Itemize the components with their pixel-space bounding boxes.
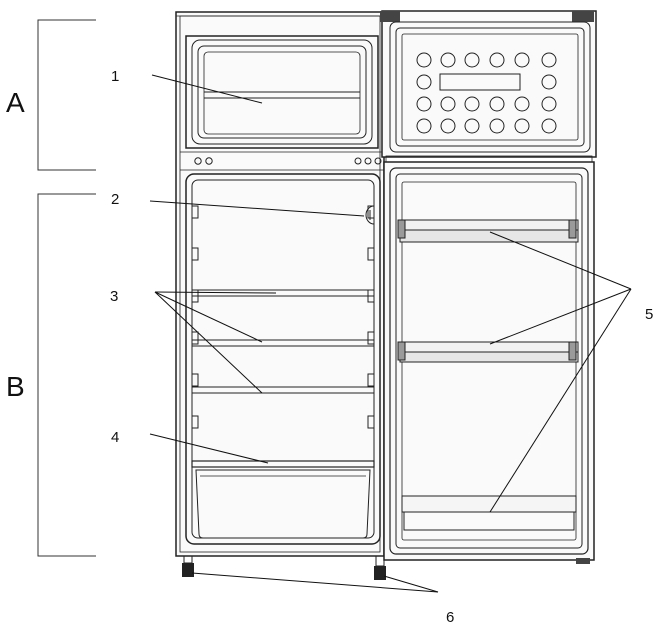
callout-3: 3	[110, 288, 118, 305]
feet	[182, 555, 386, 580]
fridge-body	[175, 11, 385, 557]
thermostat-icon	[365, 205, 375, 225]
freezer-door	[380, 10, 597, 163]
callout-1: 1	[111, 68, 119, 85]
section-bracket-b	[37, 193, 96, 557]
section-bracket-a	[37, 19, 96, 171]
section-label-b: B	[6, 371, 25, 402]
callout-5: 5	[645, 306, 653, 323]
freezer-shelf	[204, 91, 360, 99]
leader-lines	[149, 74, 632, 593]
callout-2: 2	[111, 191, 119, 208]
section-label-a: A	[6, 87, 25, 118]
freezer-compartment	[185, 35, 379, 149]
ice-tray-pockets	[416, 52, 557, 134]
door-racks	[397, 219, 579, 531]
fridge-shelves	[191, 289, 375, 394]
callout-6: 6	[446, 609, 454, 625]
crisper-drawer	[191, 460, 375, 539]
callout-4: 4	[111, 429, 119, 446]
control-strip	[180, 151, 384, 171]
